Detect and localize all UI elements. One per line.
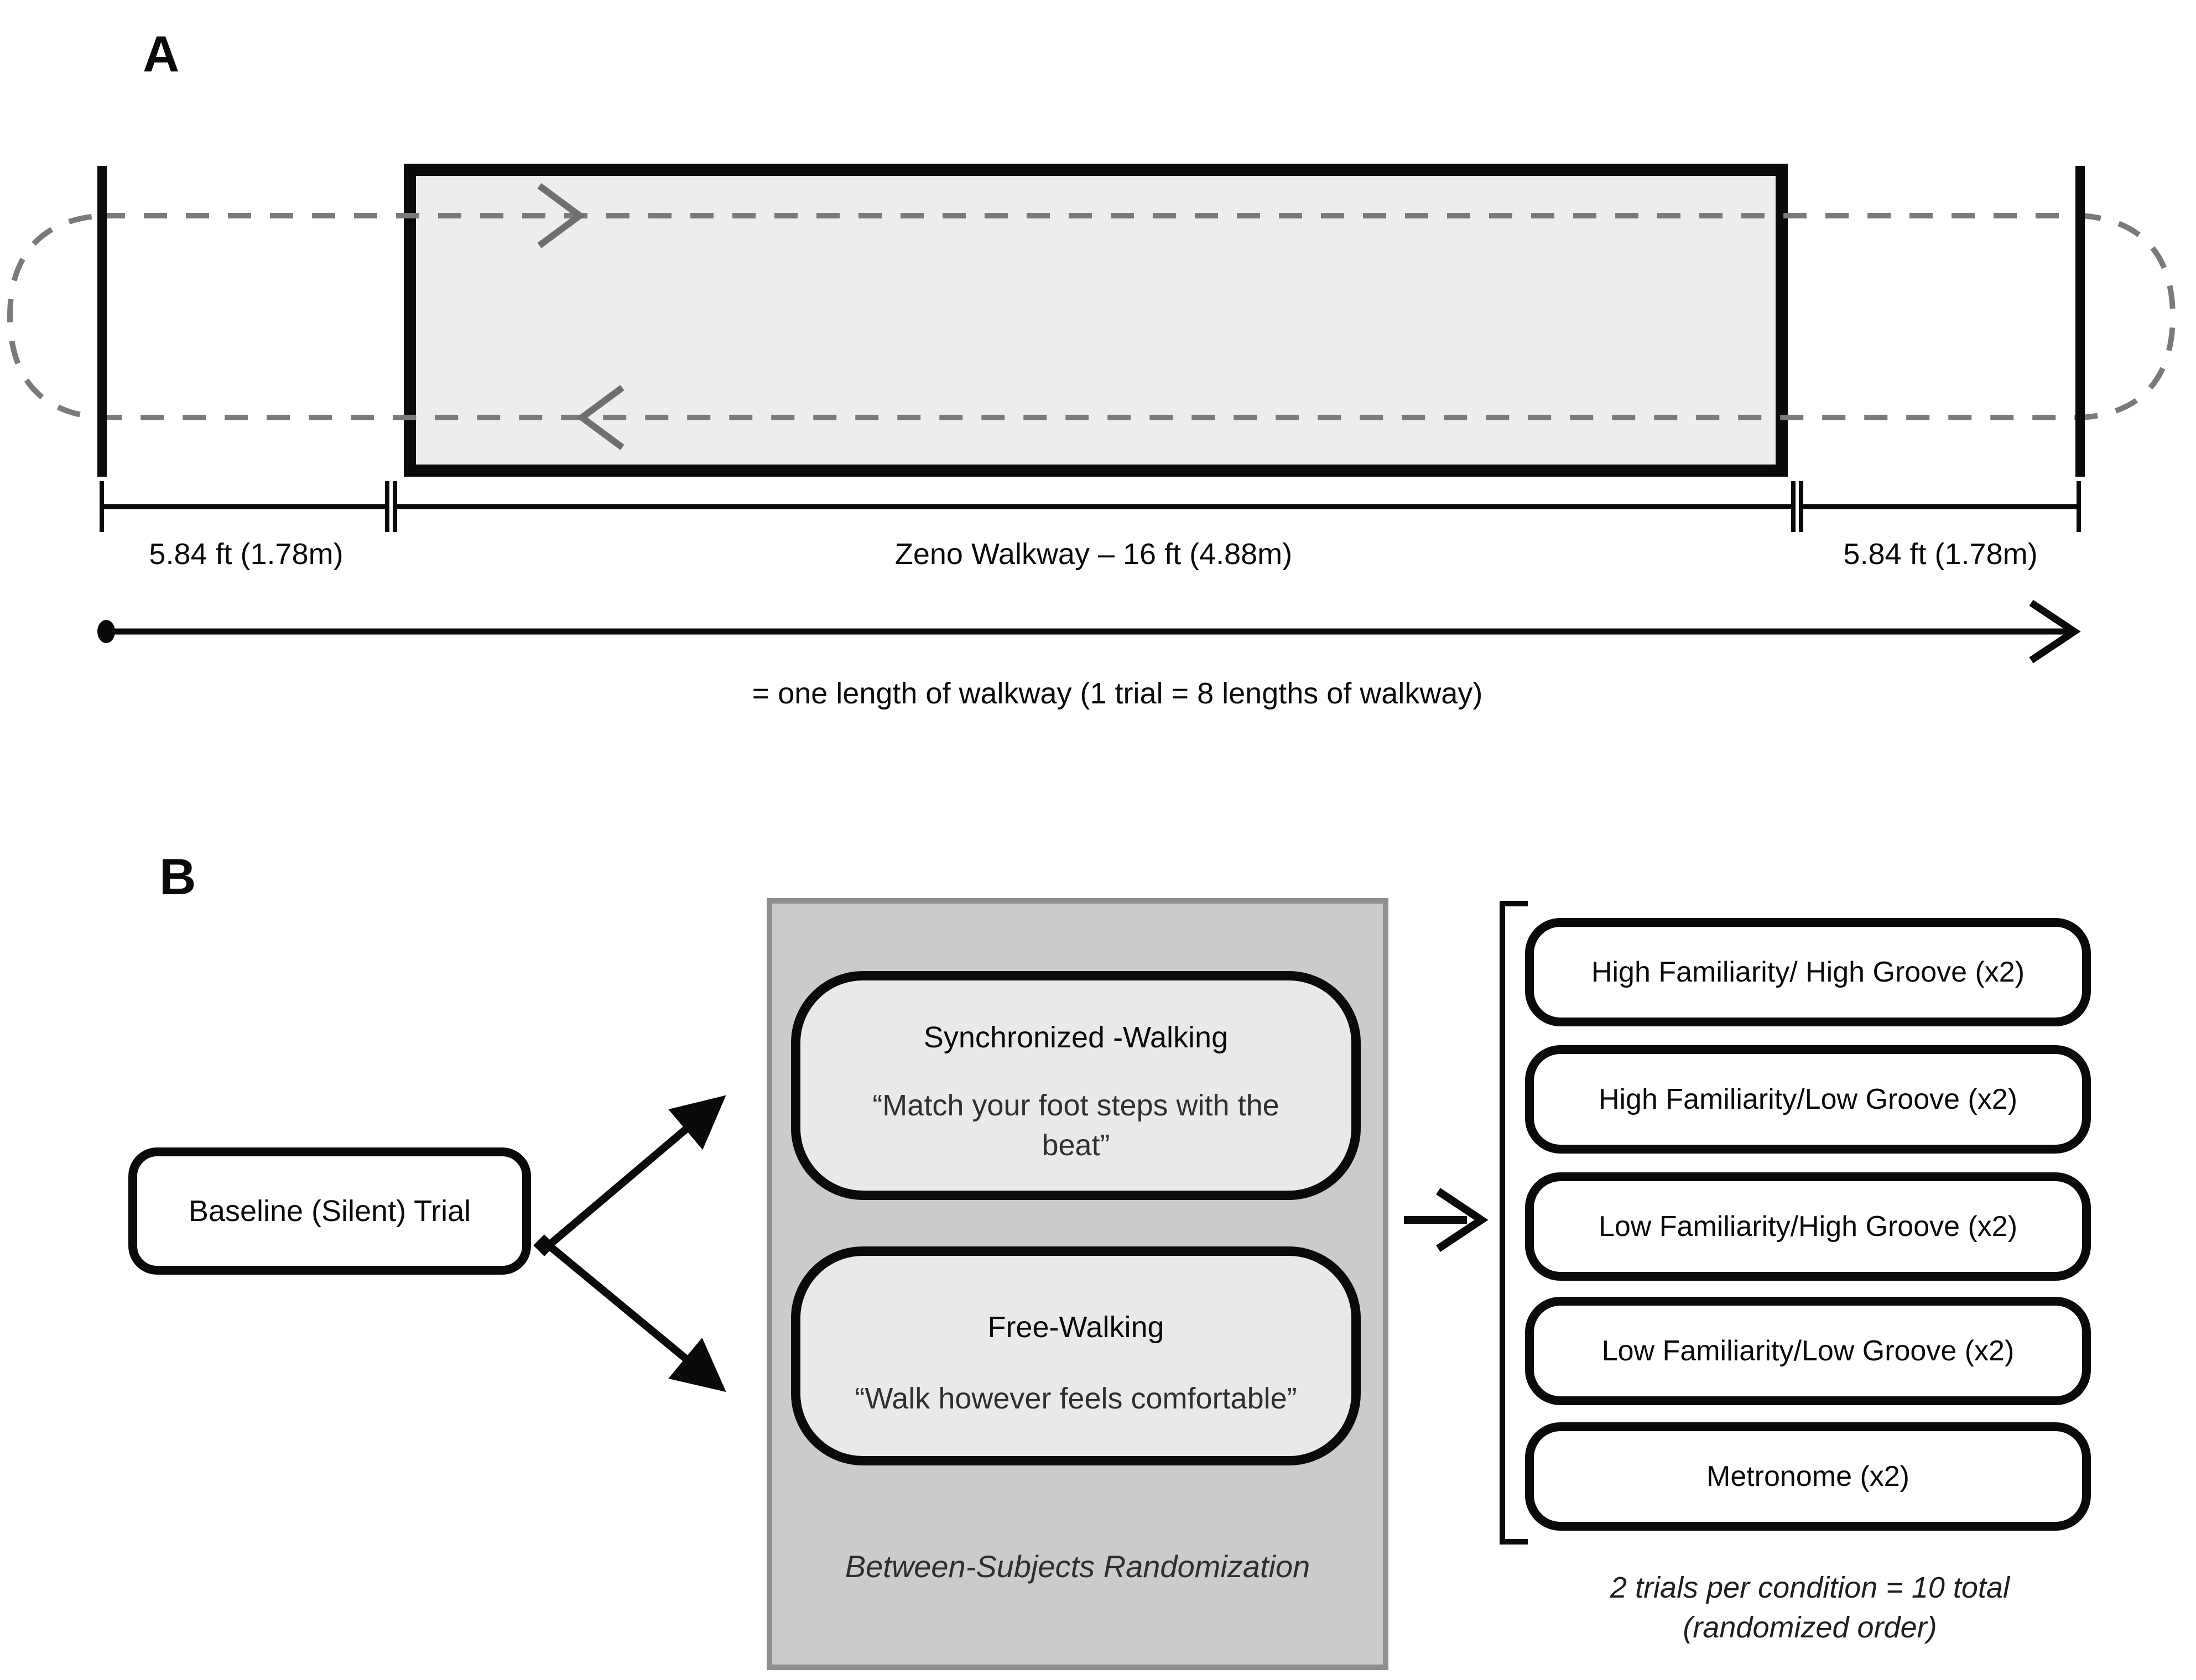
randomization-panel: Synchronized -Walking “Match your foot s…: [767, 898, 1388, 1670]
conditions-note: 2 trials per condition = 10 total (rando…: [1500, 1568, 2120, 1647]
condition-label: Low Familiarity/Low Groove (x2): [1601, 1335, 2015, 1367]
length-legend-arrow: [97, 599, 2081, 664]
condition-box-metronome: Metronome (x2): [1525, 1422, 2091, 1531]
synchronized-walking-title: Synchronized -Walking: [923, 1021, 1229, 1054]
baseline-trial-box: Baseline (Silent) Trial: [128, 1147, 531, 1275]
panel-b-label: B: [159, 849, 196, 905]
condition-box-low-fam-high-groove: Low Familiarity/High Groove (x2): [1525, 1172, 2091, 1281]
randomization-panel-caption: Between-Subjects Randomization: [845, 1549, 1310, 1584]
dimension-walkway: [393, 481, 1796, 532]
loop-arrow-left-icon: [576, 385, 625, 450]
synchronized-walking-box: Synchronized -Walking “Match your foot s…: [791, 971, 1361, 1200]
free-walking-title: Free-Walking: [987, 1311, 1164, 1344]
free-walking-box: Free-Walking “Walk however feels comfort…: [791, 1246, 1361, 1465]
condition-box-high-fam-low-groove: High Familiarity/Low Groove (x2): [1525, 1045, 2091, 1154]
to-conditions-arrow: [1404, 1188, 1489, 1252]
conditions-note-line1: 2 trials per condition = 10 total: [1610, 1571, 2010, 1604]
conditions-note-line2: (randomized order): [1683, 1611, 1937, 1644]
conditions-bracket: [1500, 901, 1528, 1545]
to-conditions-arrowhead-icon: [1436, 1188, 1489, 1252]
loop-arrow-right-icon: [537, 183, 586, 248]
synchronized-walking-instruction: “Match your foot steps with the beat”: [872, 1089, 1279, 1162]
walkway-dimension-label: Zeno Walkway – 16 ft (4.88m): [894, 538, 1293, 571]
length-legend-caption: = one length of walkway (1 trial = 8 len…: [752, 677, 1483, 710]
left-turn-bar: [97, 166, 107, 477]
dimension-right: [1799, 481, 2081, 532]
right-turn-bar: [2075, 166, 2085, 477]
panel-a-label: A: [143, 26, 180, 82]
condition-box-high-fam-high-groove: High Familiarity/ High Groove (x2): [1525, 918, 2091, 1026]
condition-label: Low Familiarity/High Groove (x2): [1598, 1211, 2018, 1243]
branch-arrows: [533, 1095, 726, 1392]
condition-label: High Familiarity/Low Groove (x2): [1598, 1083, 2018, 1115]
free-walking-instruction: “Walk however feels comfortable”: [855, 1382, 1297, 1415]
right-margin-dimension-label: 5.84 ft (1.78m): [1843, 538, 2038, 571]
left-margin-dimension-label: 5.84 ft (1.78m): [149, 538, 344, 571]
dimension-left: [100, 481, 389, 532]
legend-arrowhead-icon: [2029, 599, 2081, 664]
condition-label: Metronome (x2): [1706, 1460, 1909, 1493]
condition-label: High Familiarity/ High Groove (x2): [1591, 956, 2025, 988]
walkway-rect: [404, 164, 1788, 477]
baseline-trial-label: Baseline (Silent) Trial: [188, 1194, 471, 1228]
condition-box-low-fam-low-groove: Low Familiarity/Low Groove (x2): [1525, 1297, 2091, 1405]
